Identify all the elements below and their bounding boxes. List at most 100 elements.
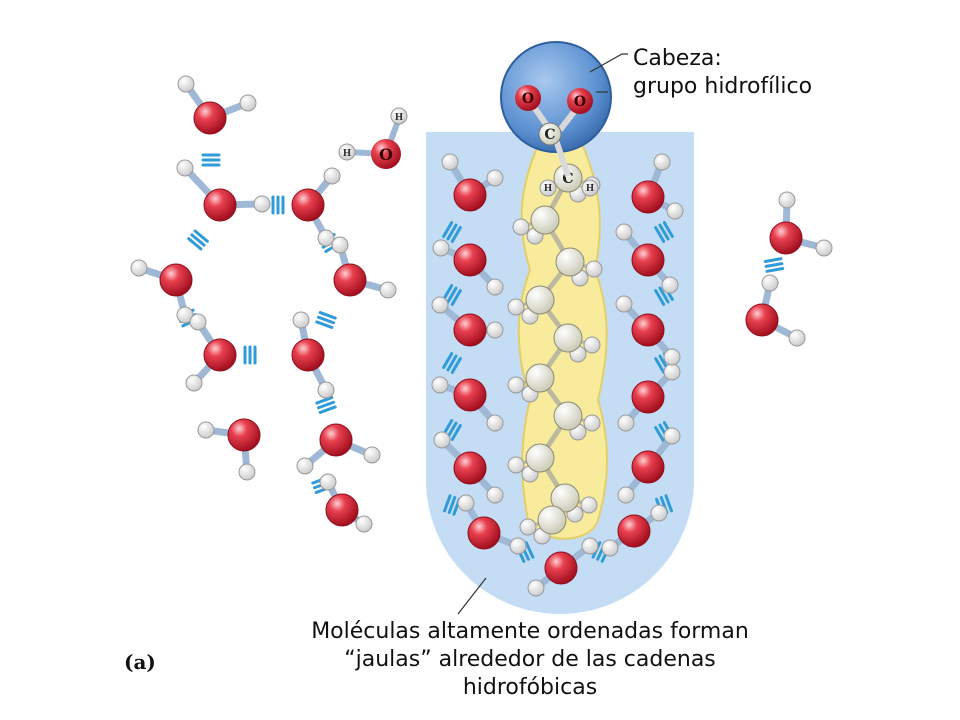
hydrogen-atom: [379, 281, 397, 299]
hydrogen-symbol: H: [586, 184, 595, 194]
hbond-dash: [443, 494, 452, 513]
hydrogen-atom: [486, 169, 504, 187]
hbond-dash: [190, 233, 206, 247]
hydrogen-atom: [189, 313, 207, 331]
hydrogen-atom: [486, 321, 504, 339]
hydrogen-atom: [431, 296, 449, 314]
hbond-dash: [442, 221, 454, 238]
water-molecule: [291, 311, 335, 399]
hydrogen-atom: [197, 421, 215, 439]
oxygen-atom: [291, 338, 325, 372]
chain-carbon: [525, 363, 555, 393]
head-label-line: grupo hidrofílico: [633, 74, 813, 99]
hbond-dash: [524, 541, 535, 559]
chain-carbon: [553, 323, 583, 353]
oxygen-atom: [467, 516, 501, 550]
oxygen-atom: [544, 551, 578, 585]
oxygen-atom: [631, 450, 665, 484]
oxygen-atom: [291, 188, 325, 222]
hbond-dash: [447, 495, 457, 515]
water-molecule: [432, 239, 504, 296]
hydrogen-atom: [486, 414, 504, 432]
hbond-dash: [318, 405, 337, 414]
head-oxygen-symbol: O: [574, 94, 586, 110]
hbond-dash: [664, 494, 673, 513]
hydrogen-symbol: H: [544, 184, 553, 194]
hydrogen-bond: [442, 284, 462, 306]
hbond-dash: [446, 354, 458, 372]
hydrogen-atom: [661, 276, 679, 294]
hydrogen-atom: [292, 311, 310, 329]
chain-hydrogen: [507, 298, 525, 316]
water-molecule: [769, 191, 833, 257]
water-molecule: [291, 167, 341, 247]
hydrogen-bond: [442, 352, 462, 374]
hydrogen-atom: [431, 376, 449, 394]
hbond-dash: [765, 267, 785, 273]
water-molecules: [130, 75, 833, 597]
hydrogen-atom: [317, 229, 335, 247]
hydrogen-atom: [788, 329, 806, 347]
hbond-dash: [446, 286, 458, 304]
hydrogen-bond: [442, 221, 462, 243]
caption-line: Moléculas altamente ordenadas forman: [311, 619, 749, 644]
water-molecule: [617, 427, 681, 504]
hydrogen-atom: [778, 191, 796, 209]
chain-carbon: [525, 285, 555, 315]
hydrogen-atom: [581, 537, 599, 555]
oxygen-atom: [453, 313, 487, 347]
chain-hydrogen: [583, 336, 601, 354]
chain-carbon: [525, 443, 555, 473]
hbond-dash: [315, 320, 334, 329]
head-label-leader: [589, 53, 628, 73]
oxygen-atom: [631, 180, 665, 214]
water-molecule: [130, 259, 194, 324]
chain-hydrogen: [512, 218, 530, 236]
oxygen-symbol: O: [379, 145, 393, 164]
hbond-dash: [654, 226, 666, 243]
hydrogen-atom: [176, 159, 194, 177]
oxygen-atom: [193, 101, 227, 135]
head-oxygen-symbol: O: [522, 91, 534, 107]
oxygen-atom: [453, 178, 487, 212]
hydrogen-atom: [185, 374, 203, 392]
oxygen-atom: [159, 263, 193, 297]
cage-caption: Moléculas altamente ordenadas forman “ja…: [270, 618, 790, 702]
labeled-water-hydrogen: [390, 107, 408, 125]
hbond-dash: [662, 221, 674, 238]
hydrogen-atom: [253, 195, 271, 213]
water-molecule: [441, 153, 504, 212]
oxygen-atom: [631, 380, 665, 414]
water-molecule: [319, 473, 373, 533]
hydrogen-bond: [315, 311, 337, 329]
water-molecule: [527, 537, 599, 597]
chain-carbon: [550, 483, 580, 513]
head-label: Cabeza: grupo hidrofílico: [633, 45, 812, 101]
water-molecule: [177, 75, 257, 135]
water-molecule: [185, 313, 237, 392]
hbond-dash: [318, 311, 337, 320]
chain-hydrogen: [507, 376, 525, 394]
chain-carbon: [555, 247, 585, 277]
hydrogen-bond: [315, 396, 337, 414]
water-molecule: [617, 363, 681, 432]
hydrophilic-head: [500, 41, 612, 153]
hydrogen-atom: [650, 504, 668, 522]
hydrogen-atom: [527, 579, 545, 597]
oxygen-atom: [203, 188, 237, 222]
caption-leader: [457, 577, 487, 615]
hydrogen-atom: [363, 446, 381, 464]
hbond-dash: [763, 257, 783, 263]
hydrogen-atom: [663, 363, 681, 381]
hydrogen-atom: [239, 94, 257, 112]
chain-carbon: [537, 505, 567, 535]
hbond-dash: [315, 396, 334, 405]
hbond-dash: [654, 357, 666, 374]
chain-hydrogen: [539, 179, 557, 197]
hbond-dash: [316, 400, 336, 410]
chain-carbon: [553, 163, 583, 193]
water-molecule: [431, 376, 504, 432]
carbon-symbol: C: [562, 171, 573, 187]
hbond-dash: [654, 426, 666, 443]
oxygen-atom: [631, 313, 665, 347]
